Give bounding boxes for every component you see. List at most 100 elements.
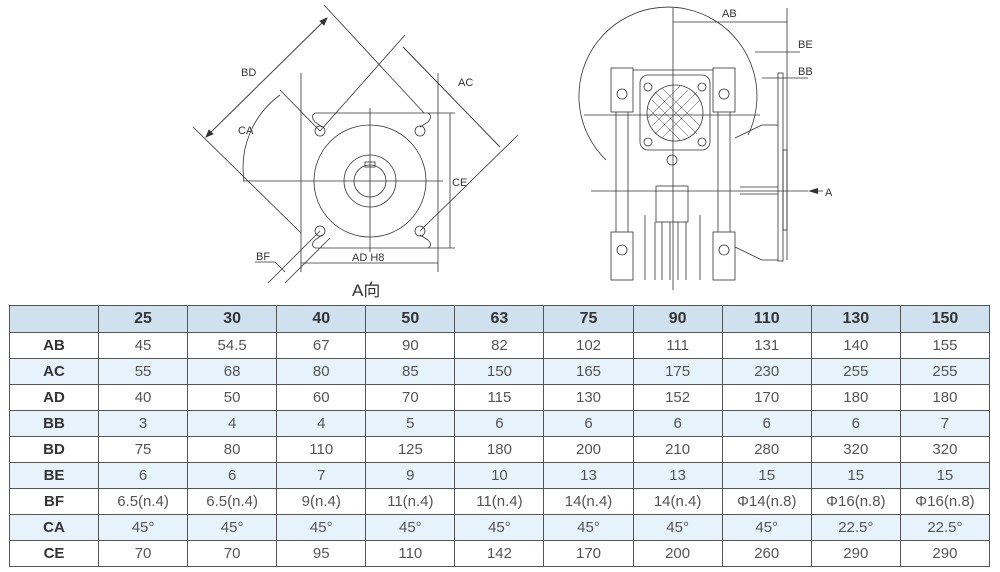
table-cell: 68	[187, 358, 278, 385]
table-cell: 230	[721, 358, 812, 385]
table-cell: 255	[899, 358, 991, 385]
header-cell: 50	[365, 305, 456, 333]
table-cell: 142	[454, 540, 545, 567]
table-cell: 200	[543, 436, 634, 463]
table-cell: 45°	[721, 514, 812, 541]
table-cell: 180	[454, 436, 545, 463]
table-cell: 45	[97, 332, 189, 359]
table-cell: 82	[454, 332, 545, 359]
table-cell: 150	[454, 358, 545, 385]
table-cell: 170	[721, 384, 812, 411]
header-cell	[9, 305, 99, 333]
table-cell: 6	[721, 410, 812, 437]
table-cell: 6	[543, 410, 634, 437]
table-cell: 90	[365, 332, 456, 359]
row-label: BE	[9, 462, 99, 489]
table-cell: 6	[810, 410, 901, 437]
table-cell: 170	[543, 540, 634, 567]
table-cell: 75	[97, 436, 189, 463]
table-cell: 290	[899, 540, 991, 567]
table-cell: 95	[276, 540, 367, 567]
flange-view-a	[192, 4, 519, 284]
svg-text:CA: CA	[238, 125, 254, 137]
gearbox-side-view	[578, 6, 808, 290]
table-cell: 9(n.4)	[276, 488, 367, 515]
table-cell: 10	[454, 462, 545, 489]
table-cell: 6	[632, 410, 723, 437]
table-cell: 45°	[454, 514, 545, 541]
table-cell: 55	[97, 358, 189, 385]
table-cell: 180	[899, 384, 991, 411]
svg-text:AB: AB	[722, 8, 737, 20]
table-cell: 45°	[187, 514, 278, 541]
view-caption: A向	[352, 281, 381, 300]
table-cell: 155	[899, 332, 991, 359]
table-cell: 6	[454, 410, 545, 437]
table-cell: 3	[97, 410, 189, 437]
row-label: BD	[9, 436, 99, 463]
svg-text:BB: BB	[798, 66, 813, 78]
table-cell: Φ16(n.8)	[810, 488, 901, 515]
table-cell: 22.5°	[810, 514, 901, 541]
table-cell: 320	[810, 436, 901, 463]
table-cell: 15	[810, 462, 901, 489]
table-cell: 110	[365, 540, 456, 567]
table-cell: 14(n.4)	[543, 488, 634, 515]
table-cell: 22.5°	[899, 514, 991, 541]
svg-text:AD H8: AD H8	[352, 252, 384, 264]
table-cell: 15	[899, 462, 991, 489]
table-cell: 6	[187, 462, 278, 489]
table-cell: 4	[276, 410, 367, 437]
header-cell: 110	[721, 305, 812, 333]
table-cell: 130	[543, 384, 634, 411]
svg-text:AC: AC	[458, 77, 473, 89]
header-cell: 90	[632, 305, 723, 333]
row-label: AD	[9, 384, 99, 411]
table-cell: 80	[187, 436, 278, 463]
table-cell: 11(n.4)	[365, 488, 456, 515]
table-cell: 280	[721, 436, 812, 463]
technical-drawing: BD AC CA CE BF AD H8	[192, 4, 833, 290]
table-cell: 45°	[97, 514, 189, 541]
table-cell: 9	[365, 462, 456, 489]
table-cell: 6.5(n.4)	[187, 488, 278, 515]
table-cell: 7	[276, 462, 367, 489]
table-cell: 40	[97, 384, 189, 411]
table-cell: 110	[276, 436, 367, 463]
table-cell: Φ16(n.8)	[899, 488, 991, 515]
header-cell: 150	[899, 305, 991, 333]
table-cell: 320	[899, 436, 991, 463]
table-cell: 7	[899, 410, 991, 437]
table-cell: 4	[187, 410, 278, 437]
table-cell: 6.5(n.4)	[97, 488, 189, 515]
table-cell: 60	[276, 384, 367, 411]
row-label: CE	[9, 540, 99, 567]
table-cell: 85	[365, 358, 456, 385]
table-cell: 67	[276, 332, 367, 359]
svg-text:CE: CE	[452, 177, 467, 189]
table-cell: 50	[187, 384, 278, 411]
header-cell: 130	[810, 305, 901, 333]
header-cell: 40	[276, 305, 367, 333]
table-cell: 45°	[365, 514, 456, 541]
header-cell: 63	[454, 305, 545, 333]
table-cell: 6	[97, 462, 189, 489]
table-cell: Φ14(n.8)	[721, 488, 812, 515]
table-cell: 11(n.4)	[454, 488, 545, 515]
table-cell: 14(n.4)	[632, 488, 723, 515]
label-bd: BD	[241, 67, 256, 79]
table-cell: 13	[632, 462, 723, 489]
table-cell: 125	[365, 436, 456, 463]
table-cell: 45°	[276, 514, 367, 541]
header-cell: 25	[97, 305, 189, 333]
table-cell: 111	[632, 332, 723, 359]
table-cell: 102	[543, 332, 634, 359]
